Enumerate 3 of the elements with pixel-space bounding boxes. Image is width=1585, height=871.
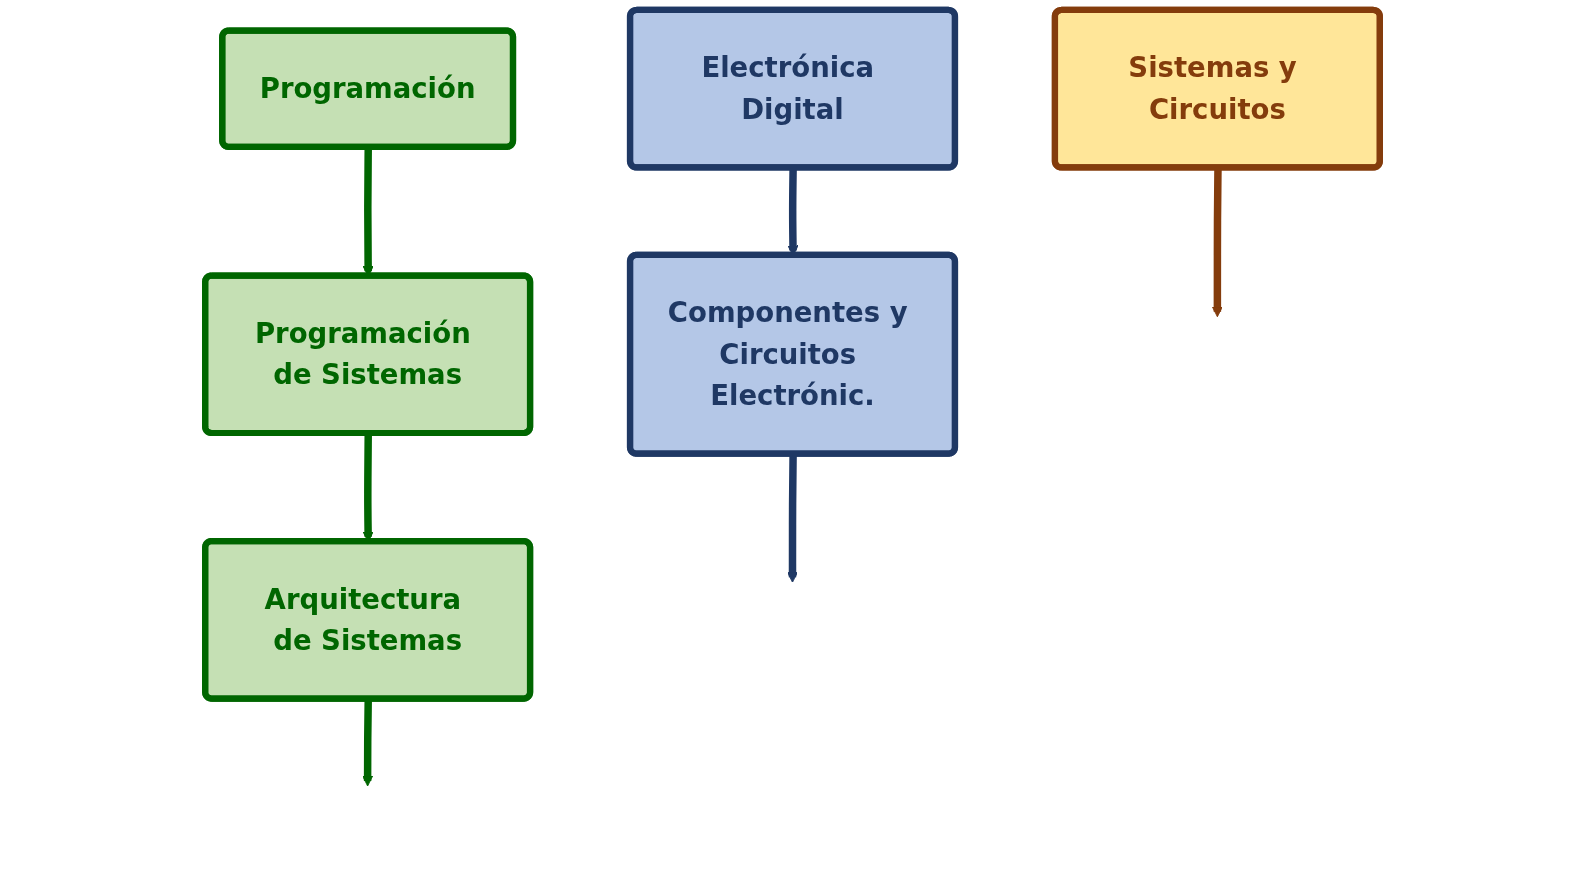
arrow (1211, 168, 1223, 318)
arrow (787, 454, 798, 583)
arrow (362, 699, 374, 787)
